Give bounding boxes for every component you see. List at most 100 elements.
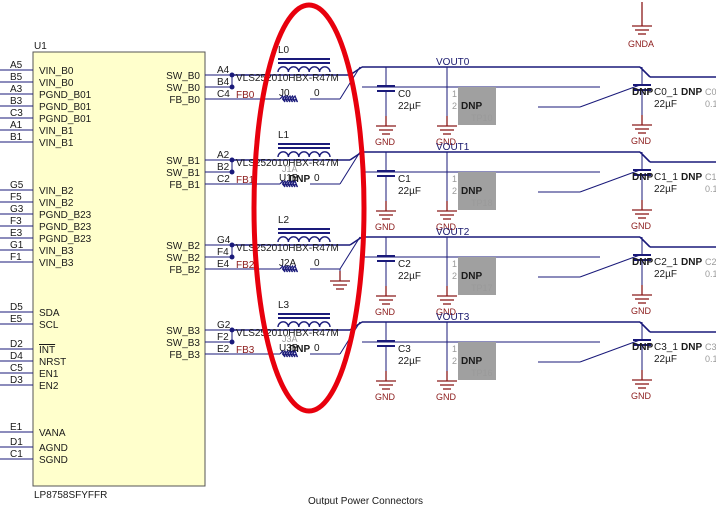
pin-name: SW_B0: [166, 71, 200, 82]
pin-name: VIN_B1: [39, 126, 74, 137]
pin-number: E4: [217, 259, 230, 270]
cap-ref: C3: [398, 344, 411, 355]
pin-number: G5: [10, 180, 24, 191]
cap-right-value: 22µF: [654, 354, 677, 365]
jumper-ref: U3B: [279, 343, 299, 354]
jumper-value: 0: [314, 88, 320, 99]
cap-right-value: 22µF: [654, 184, 677, 195]
jumper-value: 0: [314, 343, 320, 354]
svg-text:2: 2: [452, 356, 457, 366]
inductor-ref: L2: [278, 215, 290, 226]
jumper-ref: U1B: [279, 173, 299, 184]
cap-value: 22µF: [398, 101, 421, 112]
pin-name: SW_B1: [166, 168, 200, 179]
pin-name: PGND_B23: [39, 222, 92, 233]
pin-number: D1: [10, 437, 23, 448]
inductor-coil: [277, 321, 331, 328]
pin-number: C4: [217, 89, 230, 100]
inductor-ref: L1: [278, 130, 290, 141]
pin-name: PGND_B23: [39, 210, 92, 221]
pin-number: A3: [10, 84, 23, 95]
cap-right-ref: C0_1: [654, 87, 678, 98]
pin-name: SW_B3: [166, 338, 200, 349]
pin-name: FB_B2: [169, 265, 200, 276]
ground-symbol: GND: [631, 200, 652, 231]
ground-symbol: [330, 271, 350, 290]
ground-symbol: GND: [436, 371, 457, 402]
pin-name: PGND_B23: [39, 234, 92, 245]
pin-number: G3: [10, 204, 24, 215]
jumper-ref: J0: [279, 88, 290, 99]
pin-number: A1: [10, 120, 23, 131]
gnda-symbol: GNDA: [628, 2, 654, 49]
ground-label: GND: [375, 392, 396, 402]
ground-label: GND: [436, 137, 457, 147]
dnp-right-label: DNP: [632, 172, 653, 183]
inductor-part: VLS252010HBX-R47M: [236, 328, 339, 339]
ground-label: GND: [436, 222, 457, 232]
vout-label: VOUT2: [436, 227, 470, 238]
ground-label: GND: [375, 137, 396, 147]
dnp-right-label: DNP: [632, 342, 653, 353]
pin-number: F4: [217, 247, 229, 258]
pin-number: F2: [217, 332, 229, 343]
pin-name: VIN_B0: [39, 66, 74, 77]
ghost-cap-ref: C2: [705, 257, 716, 267]
ground-symbol: GND: [436, 116, 457, 147]
ground-symbol: GND: [631, 115, 652, 146]
dnp-far-right-label: DNP: [681, 172, 702, 183]
pin-name: AGND: [39, 443, 68, 454]
pin-name: PGND_B01: [39, 90, 92, 101]
pin-number: B2: [217, 162, 230, 173]
pin-number: B3: [10, 96, 23, 107]
pin-name: INT: [39, 345, 55, 356]
dnp-far-right-label: DNP: [681, 87, 702, 98]
ic-part: LP8758SFYFFR: [34, 490, 107, 501]
pin-number: G4: [217, 235, 231, 246]
pin-number: B5: [10, 72, 23, 83]
testpoint-ref: TP10: [471, 113, 493, 123]
ghost-cap-value: 0.1: [705, 269, 716, 279]
dnp-far-right-label: DNP: [681, 257, 702, 268]
dnp-box: [458, 257, 496, 295]
pin-number: A5: [10, 60, 23, 71]
feedback-resistor: [279, 264, 299, 273]
pin-number: G2: [217, 320, 231, 331]
inductor-part: VLS252010HBX-R47M: [236, 243, 339, 254]
ground-symbol: GND: [631, 285, 652, 316]
fb-net: FB1: [236, 175, 255, 186]
ghost-cap-value: 0.1: [705, 99, 716, 109]
svg-text:2: 2: [452, 186, 457, 196]
ground-symbol: GND: [436, 286, 457, 317]
ground-symbol: GND: [375, 116, 396, 147]
ic-ref: U1: [34, 41, 47, 52]
pin-name: SCL: [39, 320, 59, 331]
pin-name: SDA: [39, 308, 60, 319]
cap-value: 22µF: [398, 356, 421, 367]
testpoint-ref: TP17: [471, 283, 493, 293]
cap-right-ref: C1_1: [654, 172, 678, 183]
ground-symbol: GND: [375, 201, 396, 232]
pin-name: VANA: [39, 428, 66, 439]
pin-name: VIN_B2: [39, 186, 74, 197]
ghost-cap-value: 0.1: [705, 184, 716, 194]
pin-name: VIN_B3: [39, 258, 74, 269]
